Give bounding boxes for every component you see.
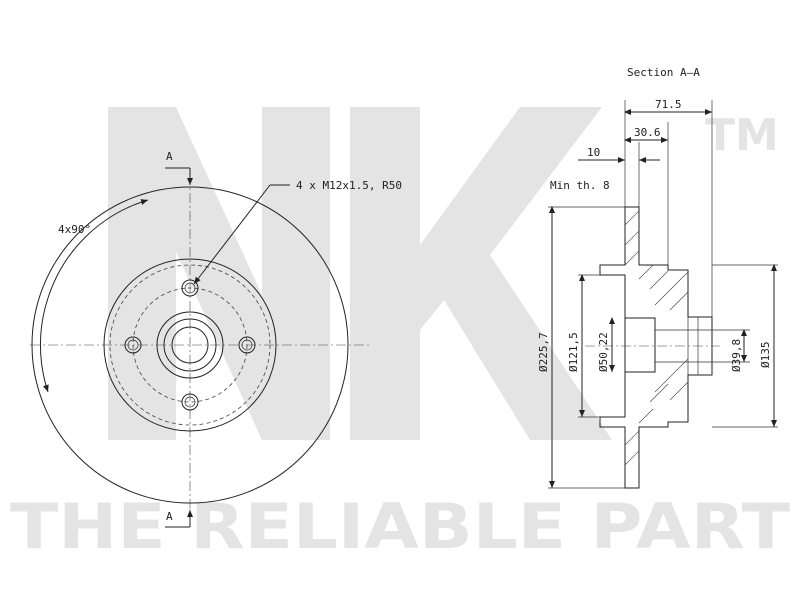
hub-dashed-circle — [109, 264, 271, 426]
bolt-spec-callout: 4 x M12x1.5, R50 — [193, 179, 402, 285]
angle-spec-text: 4x90° — [58, 223, 91, 236]
disc-outer-edge — [31, 186, 349, 504]
dim-diameter-135: Ø135 — [759, 264, 777, 427]
angle-spec-callout: 4x90° — [39, 199, 149, 393]
section-label-bottom: A — [166, 510, 173, 523]
dim-disc-thickness-text: 10 — [587, 146, 600, 159]
logo-tagline: THE RELIABLE PART — [10, 490, 790, 563]
hub-outer-circle — [103, 258, 277, 432]
section-title: Section A–A — [627, 66, 700, 79]
bolt-hole-right — [238, 336, 256, 354]
dim-diameter-39: Ø39,8 — [712, 329, 750, 372]
section-view: Section A–A 71.5 30.6 10 Min th. 8 — [537, 66, 778, 489]
dim-diameter-50: Ø50,22 — [597, 317, 615, 372]
logo-letter-n — [108, 107, 330, 440]
dim-diameter-121-text: Ø121,5 — [567, 332, 580, 372]
dim-outer-diameter: Ø225,7 — [537, 206, 555, 488]
dim-diameter-50-text: Ø50,22 — [597, 332, 610, 372]
bolt-hole-bottom — [181, 393, 199, 411]
hub-bore-inner — [171, 326, 209, 364]
disc-section-outline — [599, 206, 713, 489]
dim-hub-depth-text: 30.6 — [634, 126, 661, 139]
hub-bore-outer — [156, 311, 224, 379]
dim-hub-depth: 30.6 — [624, 126, 668, 143]
dim-diameter-121: Ø121,5 — [567, 274, 585, 417]
min-thickness-text: Min th. 8 — [550, 179, 610, 192]
bolt-spec-text: 4 x M12x1.5, R50 — [296, 179, 402, 192]
bolt-hole-top — [181, 279, 199, 297]
hub-bore-middle — [163, 318, 217, 372]
front-view: A A 4 x M12x1.5, R50 4x90° — [30, 150, 402, 528]
logo-letter-k — [350, 107, 612, 440]
dim-total-depth: 71.5 — [624, 98, 712, 115]
dim-total-depth-text: 71.5 — [655, 98, 682, 111]
nk-logo-watermark: TM THE RELIABLE PART — [10, 107, 790, 563]
section-hatching — [624, 210, 689, 466]
dim-diameter-135-text: Ø135 — [759, 342, 772, 369]
bolt-hole-left — [124, 336, 142, 354]
section-label-top: A — [166, 150, 173, 163]
dim-disc-thickness: 10 — [578, 146, 660, 163]
dim-diameter-39-text: Ø39,8 — [730, 339, 743, 372]
logo-trademark: TM — [705, 110, 779, 161]
bolt-pitch-circle — [132, 287, 248, 403]
dim-outer-diameter-text: Ø225,7 — [537, 332, 550, 372]
section-marker-bottom: A — [165, 510, 193, 528]
section-marker-top: A — [165, 150, 193, 185]
